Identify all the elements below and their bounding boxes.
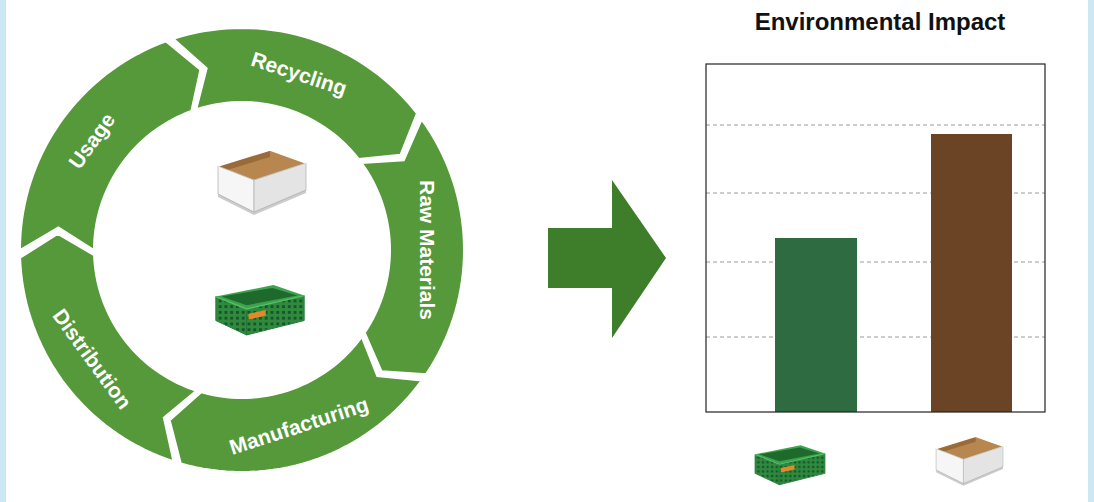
cycle-arrow-segment: Recycling: [171, 26, 419, 161]
segment-shape: [18, 231, 199, 464]
cardboard-box-icon: [936, 436, 1003, 485]
cycle-arrow-segment: Distribution: [18, 231, 199, 464]
cycle-arrow-segment: Manufacturing: [167, 334, 424, 474]
segment-outline: [20, 41, 200, 250]
segment-outline: [173, 28, 417, 159]
cycle-arrow-segment: Usage: [18, 39, 203, 253]
plastic-crate-icon: [216, 285, 304, 335]
segment-label-holder: Raw Materials: [415, 180, 439, 320]
segment-shape: [359, 117, 466, 377]
cardboard-box-icon: [218, 150, 306, 215]
stage-label: Raw Materials: [415, 180, 439, 320]
plastic-crate-icon: [755, 445, 825, 485]
segment-shape: [18, 39, 203, 253]
segment-outline: [170, 337, 422, 472]
big-arrow: [548, 180, 666, 338]
chart-title: Environmental Impact: [700, 8, 1060, 36]
gridline: [706, 125, 1045, 126]
chart-frame: [706, 64, 1045, 412]
chart: [706, 64, 1045, 412]
panel: [6, 0, 1088, 502]
crate-bar: [775, 238, 857, 412]
segment-outline: [20, 234, 196, 461]
box-bar: [931, 134, 1012, 412]
segment-shape: [171, 26, 419, 161]
segment-outline: [362, 120, 464, 375]
segment-shape: [167, 334, 424, 474]
cycle-arrow-segment: Raw Materials: [359, 117, 466, 377]
